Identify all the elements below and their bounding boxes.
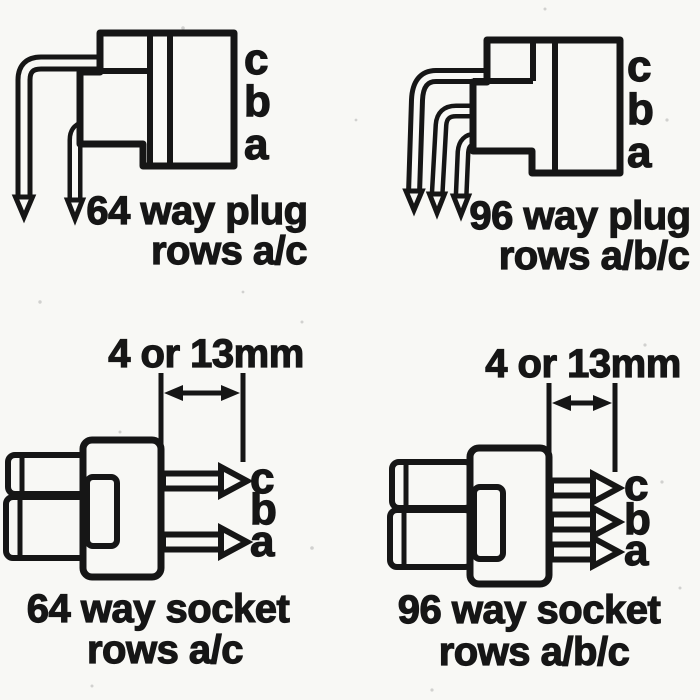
socket64-caption-line2: rows a/c (87, 628, 243, 672)
plug96-pin-row-b (425, 103, 478, 220)
plug96-caption-line1: 96 way plug (469, 194, 690, 238)
plug96-pin-a-tip (449, 193, 473, 222)
plug96-pin-row-c (402, 68, 492, 217)
socket64-polarizing-key (84, 474, 120, 549)
socket64-pin-a-tip (218, 522, 254, 562)
plug96-row-label-c: c (627, 42, 651, 91)
plug96-caption-line2: rows a/b/c (499, 234, 690, 278)
plug96-pin-c-tip (402, 188, 426, 217)
socket96-rear-block-upper (389, 459, 475, 511)
socket64-caption-line1: 64 way socket (27, 587, 290, 631)
socket96-row-label-a: a (624, 526, 649, 575)
socket96-row-label-b: b (624, 495, 650, 544)
socket96-diagram: 4 or 13mm c b a 96 way socket rows a/b/c (387, 341, 682, 675)
socket64-dimension-arrowhead-right (221, 385, 240, 401)
socket96-pin-a-tip (590, 532, 626, 572)
socket64-pin-c-tip (218, 461, 254, 501)
plug96-body (469, 36, 624, 177)
socket96-pin-c-tip (590, 468, 626, 508)
socket96-pin-row-a (548, 532, 626, 572)
socket96-dimension: 4 or 13mm (485, 341, 682, 472)
socket64-row-label-a: a (250, 517, 275, 566)
socket96-row-label-c: c (624, 461, 648, 510)
socket64-dimension-arrowhead-left (164, 385, 183, 401)
socket64-row-label-b: b (250, 485, 276, 534)
plug64-pin-c-tip (11, 194, 37, 224)
socket96-dimension-label: 4 or 13mm (485, 342, 681, 386)
plug96-row-label-a: a (627, 128, 652, 177)
plug64-row-label-c: c (244, 35, 268, 84)
plug64-pin-a-tip (63, 197, 87, 226)
socket96-caption-line1: 96 way socket (398, 588, 661, 632)
socket96-caption-line2: rows a/b/c (439, 630, 630, 674)
socket96-rear-block-lower (387, 507, 475, 570)
socket64-dimension-label: 4 or 13mm (108, 332, 304, 376)
socket64-pin-row-a (160, 522, 254, 562)
plug64-caption-line2: rows a/c (151, 229, 307, 273)
socket96-polarizing-key (471, 484, 506, 562)
plug64-row-label-a: a (244, 120, 269, 169)
plug96-pin-b-tip (425, 191, 449, 220)
socket64-rear-block-lower (3, 494, 91, 561)
socket96-pin-b-tip (590, 502, 626, 542)
socket64-diagram: 4 or 13mm c b a 64 way socket rows a/c (3, 331, 305, 673)
socket64-dimension: 4 or 13mm (108, 331, 305, 462)
socket96-dimension-arrowhead-left (552, 395, 571, 411)
plug64-body (76, 29, 238, 170)
plug64-pin-row-c (11, 54, 104, 224)
plug96-row-label-b: b (627, 85, 653, 134)
plug64-row-label-b: b (244, 77, 270, 126)
plug64-diagram: c b a 64 way plug rows a/c (11, 29, 309, 274)
socket64-rear-block-upper (5, 452, 91, 497)
plug64-caption-line1: 64 way plug (86, 189, 307, 233)
socket96-pin-row-c (548, 468, 626, 508)
paper-speckles (38, 7, 682, 692)
socket64-row-label-c: c (250, 454, 274, 503)
socket96-pin-row-b (548, 502, 626, 542)
socket96-dimension-arrowhead-right (593, 395, 612, 411)
socket64-pin-row-c (160, 461, 254, 501)
plug96-diagram: c b a 96 way plug rows a/b/c (402, 36, 692, 279)
